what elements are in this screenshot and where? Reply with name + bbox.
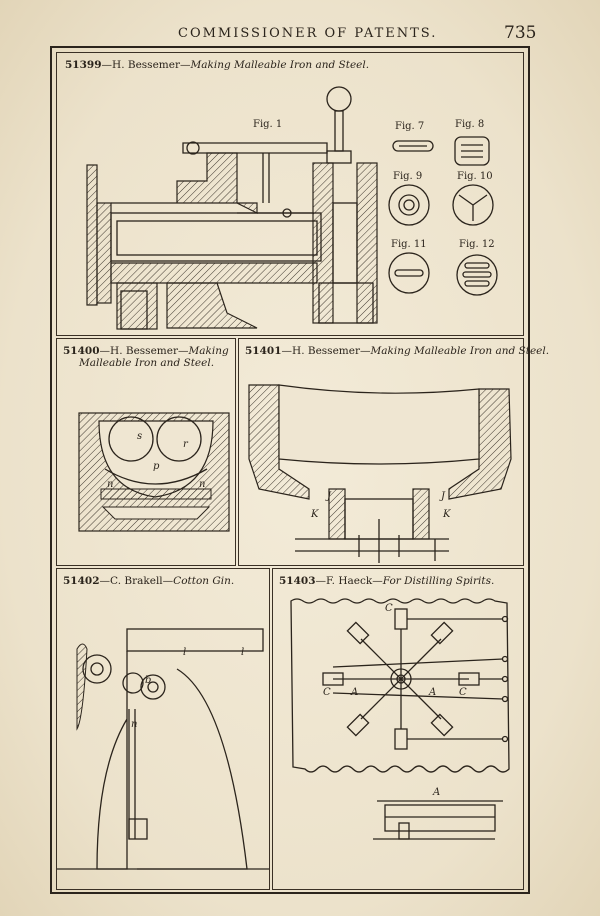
label-l-left: l — [183, 647, 187, 658]
patent-51403-caption: 51403—F. Haeck—For Distilling Spirits. — [279, 575, 495, 587]
cotton-gin-drawing — [57, 628, 269, 870]
patent-51402-panel: 51402—C. Brakell—Cotton Gin. l l b n — [56, 568, 270, 890]
patent-51399-panel: 51399—H. Bessemer—Making Malleable Iron … — [56, 52, 524, 336]
inventor: F. Haeck — [326, 575, 373, 587]
label-n-left: n — [107, 479, 114, 490]
fig-1-label: Fig. 1 — [253, 119, 283, 130]
label-p: p — [153, 461, 160, 472]
label-n: n — [131, 719, 138, 730]
fig-10-label: Fig. 10 — [457, 171, 493, 182]
label-s: s — [137, 431, 143, 442]
converter-drawing — [86, 86, 498, 330]
subject: Making Malleable Iron and Steel. — [190, 59, 370, 71]
patent-number: 51403 — [279, 575, 316, 587]
fig-7-label: Fig. 7 — [395, 121, 425, 132]
label-A-bottom: A — [433, 787, 441, 798]
patent-51401-panel: 51401—H. Bessemer—Making Malleable Iron … — [238, 338, 549, 566]
patent-51400-caption: 51400—H. Bessemer—Making — [63, 345, 229, 357]
patent-51402-caption: 51402—C. Brakell—Cotton Gin. — [63, 575, 235, 587]
page-number: 735 — [504, 23, 537, 43]
furnace-section-drawing — [78, 412, 230, 532]
patent-number: 51399 — [65, 59, 102, 71]
subject: Cotton Gin. — [173, 575, 235, 587]
subject-line-1: Making — [188, 345, 229, 357]
ladle-drawing — [248, 384, 512, 563]
patent-51403-panel: 51403—F. Haeck—For Distilling Spirits. — [272, 568, 524, 890]
subject: Making Malleable Iron and Steel. — [370, 345, 550, 357]
label-C-right: C — [459, 687, 467, 698]
fig-9-label: Fig. 9 — [393, 171, 423, 182]
label-l-right: l — [241, 647, 245, 658]
page-header: COMMISSIONER OF PATENTS. 735 — [0, 23, 600, 48]
label-b: b — [145, 675, 152, 686]
patent-number: 51402 — [63, 575, 100, 587]
subject: For Distilling Spirits. — [382, 575, 495, 587]
patent-51399-caption: 51399—H. Bessemer—Making Malleable Iron … — [65, 59, 370, 71]
label-n-right: n — [199, 479, 206, 490]
label-J-right: J — [441, 491, 446, 502]
still-drawing — [290, 598, 510, 840]
label-K-right: K — [443, 509, 451, 520]
plate-frame: 51399—H. Bessemer—Making Malleable Iron … — [50, 46, 549, 894]
patent-51400-caption-cont: Malleable Iron and Steel. — [79, 357, 214, 369]
patent-51401-caption: 51401—H. Bessemer—Making Malleable Iron … — [245, 345, 550, 357]
label-C-top: C — [385, 603, 393, 614]
label-J-left: J — [327, 491, 332, 502]
patent-number: 51400 — [63, 345, 100, 357]
label-A-left: A — [351, 687, 359, 698]
running-title: COMMISSIONER OF PATENTS. — [178, 26, 438, 41]
label-r: r — [183, 439, 188, 450]
inventor: H. Bessemer — [110, 345, 178, 357]
fig-12-label: Fig. 12 — [459, 239, 495, 250]
subject-line-2: Malleable Iron and Steel. — [79, 357, 215, 369]
label-A-right: A — [429, 687, 437, 698]
inventor: H. Bessemer — [292, 345, 360, 357]
label-C-left: C — [323, 687, 331, 698]
patent-number: 51401 — [245, 345, 282, 357]
inventor: H. Bessemer — [112, 59, 180, 71]
fig-11-label: Fig. 11 — [391, 239, 427, 250]
inventor: C. Brakell — [110, 575, 163, 587]
patent-51400-panel: 51400—H. Bessemer—Making Malleable Iron … — [56, 338, 236, 566]
label-K-left: K — [311, 509, 319, 520]
fig-8-label: Fig. 8 — [455, 119, 485, 130]
